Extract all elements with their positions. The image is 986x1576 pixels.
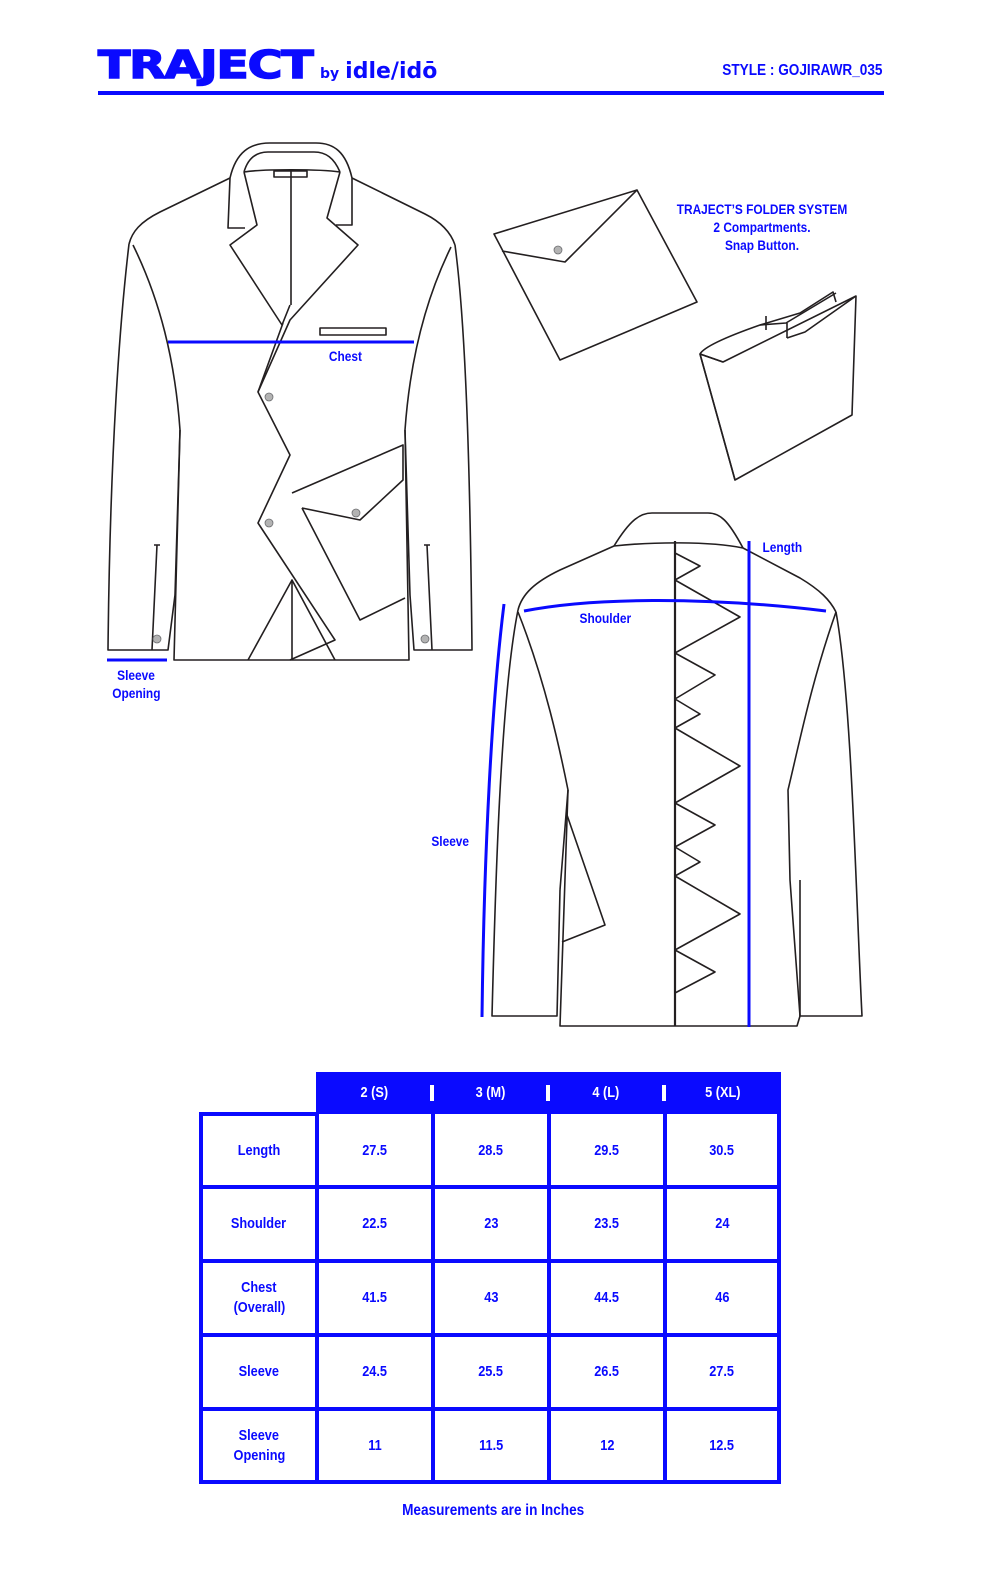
table-cell: 43 bbox=[483, 1289, 499, 1306]
table-cell: 24.5 bbox=[362, 1363, 388, 1380]
folder-closed-drawing bbox=[493, 189, 698, 361]
size-header-row: 2 (S) 3 (M) 4 (L) 5 (XL) bbox=[316, 1072, 781, 1114]
row-label-chest: Chest (Overall) bbox=[233, 1279, 285, 1316]
grid-line bbox=[199, 1259, 781, 1263]
front-jacket-drawing bbox=[107, 142, 473, 661]
grid-line bbox=[199, 1407, 781, 1411]
folder-system-caption: TRAJECT’S FOLDER SYSTEM 2 Compartments. … bbox=[640, 200, 884, 254]
snap-button-icon bbox=[420, 634, 430, 644]
grid-line bbox=[199, 1185, 781, 1189]
table-cell: 11.5 bbox=[478, 1436, 504, 1454]
grid-line bbox=[663, 1114, 667, 1484]
snap-button-icon bbox=[553, 245, 563, 255]
sleeve-opening-label-line1: Sleeve bbox=[117, 667, 155, 683]
table-cell: 41.5 bbox=[362, 1289, 388, 1306]
table-cell: 23 bbox=[483, 1215, 499, 1232]
folder-compartments: 2 Compartments. bbox=[713, 219, 811, 235]
table-cell: 25.5 bbox=[478, 1363, 504, 1380]
size-header-l: 4 (L) bbox=[592, 1084, 620, 1101]
table-cell: 12.5 bbox=[709, 1436, 735, 1454]
row-label-sleeve: Sleeve bbox=[238, 1363, 280, 1380]
table-cell: 46 bbox=[714, 1289, 730, 1306]
header-separator bbox=[546, 1085, 550, 1101]
header-separator bbox=[662, 1085, 666, 1101]
row-label-length: Length bbox=[237, 1141, 281, 1159]
brand-logo: TRAJECT by idle/idō bbox=[97, 43, 438, 87]
table-cell: 27.5 bbox=[709, 1363, 735, 1380]
snap-button-icon bbox=[264, 518, 274, 528]
sleeve-opening-label-line2: Opening bbox=[112, 685, 161, 701]
table-cell: 26.5 bbox=[594, 1363, 620, 1380]
button-dots bbox=[152, 245, 563, 644]
technical-drawings bbox=[107, 142, 863, 1027]
size-header-s: 2 (S) bbox=[360, 1084, 388, 1101]
chest-label: Chest bbox=[328, 348, 362, 364]
style-code: STYLE : GOJIRAWR_035 bbox=[721, 62, 882, 79]
size-header-xl: 5 (XL) bbox=[704, 1084, 741, 1101]
snap-button-icon bbox=[152, 634, 162, 644]
shoulder-measure-line bbox=[523, 599, 827, 613]
length-label: Length bbox=[762, 539, 803, 555]
sleeve-opening-label: Sleeve Opening bbox=[112, 666, 160, 702]
shoulder-label: Shoulder bbox=[579, 610, 632, 626]
size-header-m: 3 (M) bbox=[475, 1084, 505, 1101]
table-cell: 24 bbox=[714, 1215, 730, 1232]
folder-open-drawing bbox=[699, 291, 857, 481]
grid-line bbox=[431, 1114, 435, 1484]
table-cell: 27.5 bbox=[362, 1141, 388, 1159]
table-cell: 23.5 bbox=[594, 1215, 620, 1232]
table-cell: 11 bbox=[368, 1436, 382, 1454]
sub-brand-name: idle/idō bbox=[345, 59, 438, 84]
grid-line bbox=[777, 1112, 781, 1484]
header-divider bbox=[98, 91, 884, 95]
grid-line bbox=[199, 1112, 319, 1116]
table-cell: 30.5 bbox=[709, 1141, 735, 1159]
sleeve-measure-line bbox=[480, 603, 506, 1018]
snap-button-icon bbox=[351, 508, 361, 518]
grid-line bbox=[199, 1112, 203, 1484]
back-jacket-drawing bbox=[491, 512, 863, 1027]
grid-line bbox=[199, 1333, 781, 1337]
grid-line bbox=[199, 1480, 781, 1484]
grid-line bbox=[547, 1114, 551, 1484]
sleeve-label: Sleeve bbox=[431, 833, 470, 849]
table-cell: 22.5 bbox=[362, 1215, 388, 1232]
folder-snap: Snap Button. bbox=[724, 237, 800, 253]
table-cell: 28.5 bbox=[478, 1141, 504, 1159]
table-cell: 44.5 bbox=[594, 1289, 620, 1306]
table-cell: 29.5 bbox=[594, 1141, 620, 1159]
folder-title: TRAJECT’S FOLDER SYSTEM bbox=[676, 201, 848, 217]
table-cell: 12 bbox=[599, 1436, 615, 1454]
row-label-shoulder: Shoulder bbox=[231, 1215, 287, 1232]
size-table-grid: Length 27.5 28.5 29.5 30.5 Shoulder 22.5… bbox=[199, 1112, 781, 1484]
brand-name: TRAJECT bbox=[97, 43, 315, 87]
brand-by: by bbox=[320, 66, 340, 82]
snap-button-icon bbox=[264, 392, 274, 402]
header-separator bbox=[430, 1085, 434, 1101]
grid-line bbox=[315, 1112, 319, 1484]
measurement-unit-note: Measurements are in Inches bbox=[401, 1502, 585, 1519]
row-label-sleeve-opening: Sleeve Opening bbox=[233, 1426, 285, 1464]
